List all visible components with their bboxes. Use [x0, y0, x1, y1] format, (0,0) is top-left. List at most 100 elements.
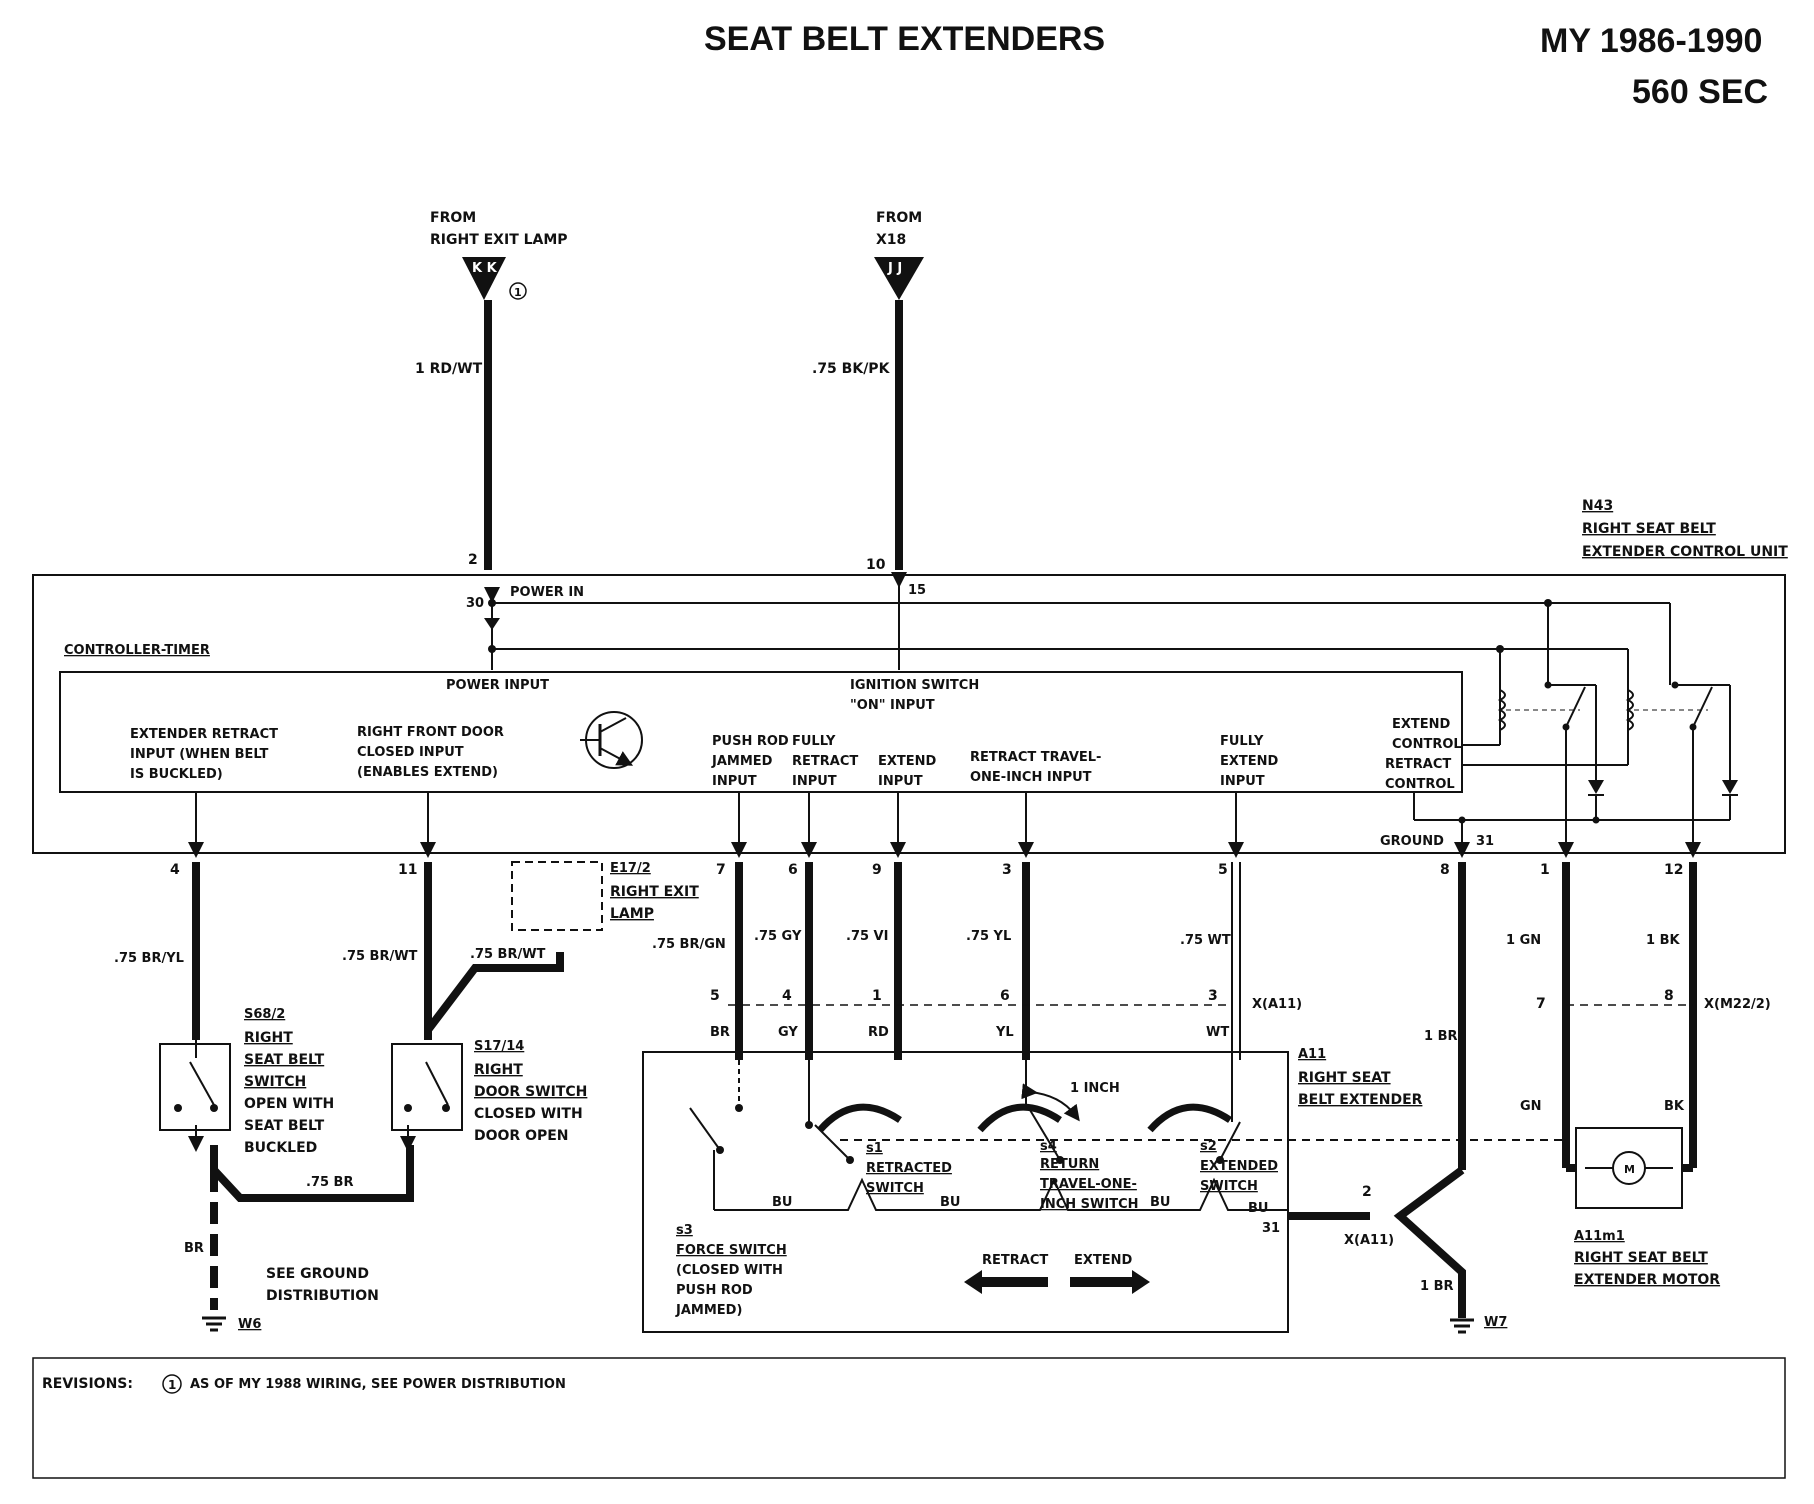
a11-s1-2-label: SWITCH [866, 1181, 924, 1196]
g-mark [689, 1060, 1570, 1211]
controller-ign_2-label: "ON" INPUT [850, 698, 935, 713]
pins_bottom-p8-label: 8 [1440, 862, 1450, 878]
grounds-w7-label: W7 [1484, 1315, 1507, 1330]
rect-mark [1575, 1127, 1683, 1209]
controller-extend_input-0-label: EXTEND [878, 754, 937, 769]
controller-door_closed-1-label: CLOSED INPUT [357, 745, 464, 760]
s68-2-seat-belt-switch: S68/2 RIGHT SEAT BELT SWITCH OPEN WITH S… [159, 1007, 334, 1156]
controller-retract_control-0-label: RETRACT [1385, 757, 1451, 772]
circle-mark [210, 1104, 218, 1112]
wires_top-jj_pin-label: 10 [866, 557, 886, 573]
connector_a11-p1-label: 1 [872, 988, 882, 1004]
line-mark [1029, 1109, 1061, 1161]
a11_colors-bu-label: BU [1150, 1195, 1170, 1210]
line-mark [425, 1061, 449, 1106]
controller-extend_control-1-label: CONTROL [1392, 737, 1462, 752]
pins_bottom-p4-label: 4 [170, 862, 180, 878]
line-mark [1565, 686, 1586, 728]
a11m1-extender-motor: M A11m1 RIGHT SEAT BELT EXTENDER MOTOR [1574, 1127, 1720, 1288]
a11_colors-bk-label: BK [1664, 1099, 1685, 1114]
controller-door_closed-0-label: RIGHT FRONT DOOR [357, 725, 504, 740]
controller-power_input-label: POWER INPUT [446, 678, 549, 693]
sources-kk-note_mark-label: 1 [514, 286, 522, 299]
a11-code-label: A11 [1298, 1047, 1326, 1062]
controller-door_closed-2-label: (ENABLES EXTEND) [357, 765, 498, 780]
circle-mark [509, 282, 527, 300]
controller-push_rod-2-label: INPUT [712, 774, 757, 789]
n43-label: N43 RIGHT SEAT BELT EXTENDER CONTROL UNI… [1582, 498, 1788, 560]
path-mark [462, 257, 506, 300]
e17-line1-label: RIGHT EXIT [610, 884, 699, 900]
controller-fully_extend-1-label: EXTEND [1220, 754, 1279, 769]
motor-line2-label: EXTENDER MOTOR [1574, 1272, 1720, 1288]
rect-mark [642, 1051, 1289, 1333]
n43-code-label: N43 [1582, 498, 1613, 514]
line-mark [1692, 686, 1713, 728]
a11-s4-1-label: RETURN [1040, 1157, 1099, 1172]
circle-mark [1216, 1156, 1224, 1164]
line-mark [599, 747, 634, 766]
path-mark [977, 1103, 1062, 1133]
revisions-mark-label: 1 [168, 1378, 176, 1392]
s68-desc-2-label: BUCKLED [244, 1140, 317, 1156]
circle-mark [716, 1146, 724, 1154]
a11-s3-3-label: PUSH ROD [676, 1283, 753, 1298]
controller-push_rod-1-label: JAMMED [711, 754, 773, 769]
retract-arrow-icon [964, 1270, 1048, 1294]
source-kk: FROM RIGHT EXIT LAMP K K 1 [430, 210, 568, 300]
wires-w3-label: .75 YL [966, 929, 1011, 944]
line-mark [814, 1124, 851, 1161]
path-mark [484, 618, 500, 630]
path-mark [1497, 689, 1506, 731]
revisions-label-label: REVISIONS: [42, 1376, 133, 1392]
sources-kk-name-label: RIGHT EXIT LAMP [430, 232, 568, 248]
e17-code-label: E17/2 [610, 861, 651, 876]
s17-14-door-switch: S17/14 RIGHT DOOR SWITCH CLOSED WITH DOO… [391, 1039, 587, 1152]
pins_bottom-p11-label: 11 [398, 862, 417, 878]
controller-ext_retract-1-label: INPUT (WHEN BELT [130, 747, 269, 762]
a11-line2-label: BELT EXTENDER [1298, 1092, 1423, 1108]
controller-fully_retract-2-label: INPUT [792, 774, 837, 789]
connector_a11-p2-label: 2 [1362, 1184, 1372, 1200]
line-mark [599, 717, 627, 733]
connector_a11-label2-label: X(A11) [1344, 1233, 1394, 1248]
s68-desc-1-label: SEAT BELT [244, 1118, 325, 1134]
wires-br-label: BR [184, 1241, 204, 1256]
a11-seat-belt-extender: A11 RIGHT SEAT BELT EXTENDER 1 INCH [642, 1047, 1570, 1333]
a11_colors-bu-label: BU [1248, 1201, 1268, 1216]
pins_bottom-p9-label: 9 [872, 862, 882, 878]
path-mark [1021, 1083, 1080, 1122]
ground_dist-1-label: DISTRIBUTION [266, 1288, 379, 1304]
diagram-title: SEAT BELT EXTENDERS [704, 20, 1105, 58]
a11-one_inch-label: 1 INCH [1070, 1081, 1120, 1096]
circle-mark [735, 1104, 743, 1112]
path-mark [1722, 780, 1738, 794]
controller-ground_pin-label: 31 [1476, 834, 1494, 849]
circle-mark [488, 645, 496, 653]
wires-w7-label: .75 BR/GN [652, 937, 726, 952]
wires-w12-label: 1 BK [1646, 933, 1680, 948]
model-name: 560 SEC [1632, 73, 1768, 111]
connector_a11-p4-label: 4 [782, 988, 792, 1004]
wire-label-jj: .75 BK/PK [812, 361, 891, 377]
relay-extend [1462, 603, 1604, 796]
pins_bottom-p5-label: 5 [1218, 862, 1228, 878]
wires-w6-label: .75 GY [754, 929, 802, 944]
revisions-text-label: AS OF MY 1988 WIRING, SEE POWER DISTRIBU… [190, 1377, 566, 1392]
wires-br2-label: 1 BR [1420, 1279, 1454, 1294]
connector_a11-label-label: X(A11) [1252, 997, 1302, 1012]
pins_bottom-p12-label: 12 [1664, 862, 1683, 878]
s17-lines-1-label: DOOR SWITCH [474, 1084, 587, 1100]
a11-s4-3-label: INCH SWITCH [1040, 1197, 1139, 1212]
line-mark [689, 1107, 721, 1151]
g-mark [192, 862, 1697, 1172]
controller-power_in-label: POWER IN [510, 585, 584, 600]
path-mark [424, 952, 564, 1033]
motor-line1-label: RIGHT SEAT BELT [1574, 1250, 1708, 1266]
connector_m22-p7-label: 7 [1536, 996, 1546, 1012]
sources-jj-from-label: FROM [876, 210, 922, 226]
line-mark [1219, 1121, 1241, 1161]
rect-mark [391, 1043, 463, 1131]
a11_colors-gn-label: GN [1520, 1099, 1542, 1114]
